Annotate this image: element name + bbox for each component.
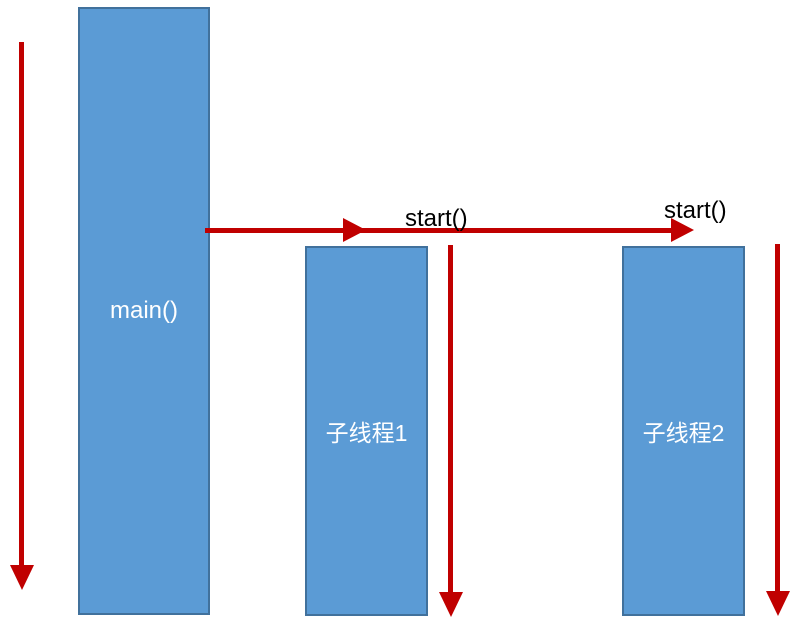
child-thread-1-box: 子线程1 <box>305 246 428 616</box>
start-call-arrow-shaft <box>205 228 672 233</box>
main-lifeline-arrow-shaft <box>19 42 24 566</box>
start-call-arrowhead-2-icon <box>671 218 694 242</box>
child-thread-2-box: 子线程2 <box>622 246 745 616</box>
child-thread-2-lifeline-arrowhead-icon <box>766 591 790 616</box>
child-thread-1-lifeline-arrow-shaft <box>448 245 453 593</box>
main-thread-label: main() <box>109 297 178 324</box>
child-thread-1-label: 子线程1 <box>325 420 408 446</box>
start-call-arrowhead-1-icon <box>343 218 366 242</box>
start-call-label-2: start() <box>664 197 727 224</box>
child-thread-1-lifeline-arrowhead-icon <box>439 592 463 617</box>
child-thread-2-label: 子线程2 <box>642 420 725 446</box>
main-thread-box: main() <box>78 7 210 615</box>
start-call-label-1: start() <box>405 205 468 232</box>
child-thread-2-lifeline-arrow-shaft <box>775 244 780 592</box>
main-lifeline-arrowhead-icon <box>10 565 34 590</box>
